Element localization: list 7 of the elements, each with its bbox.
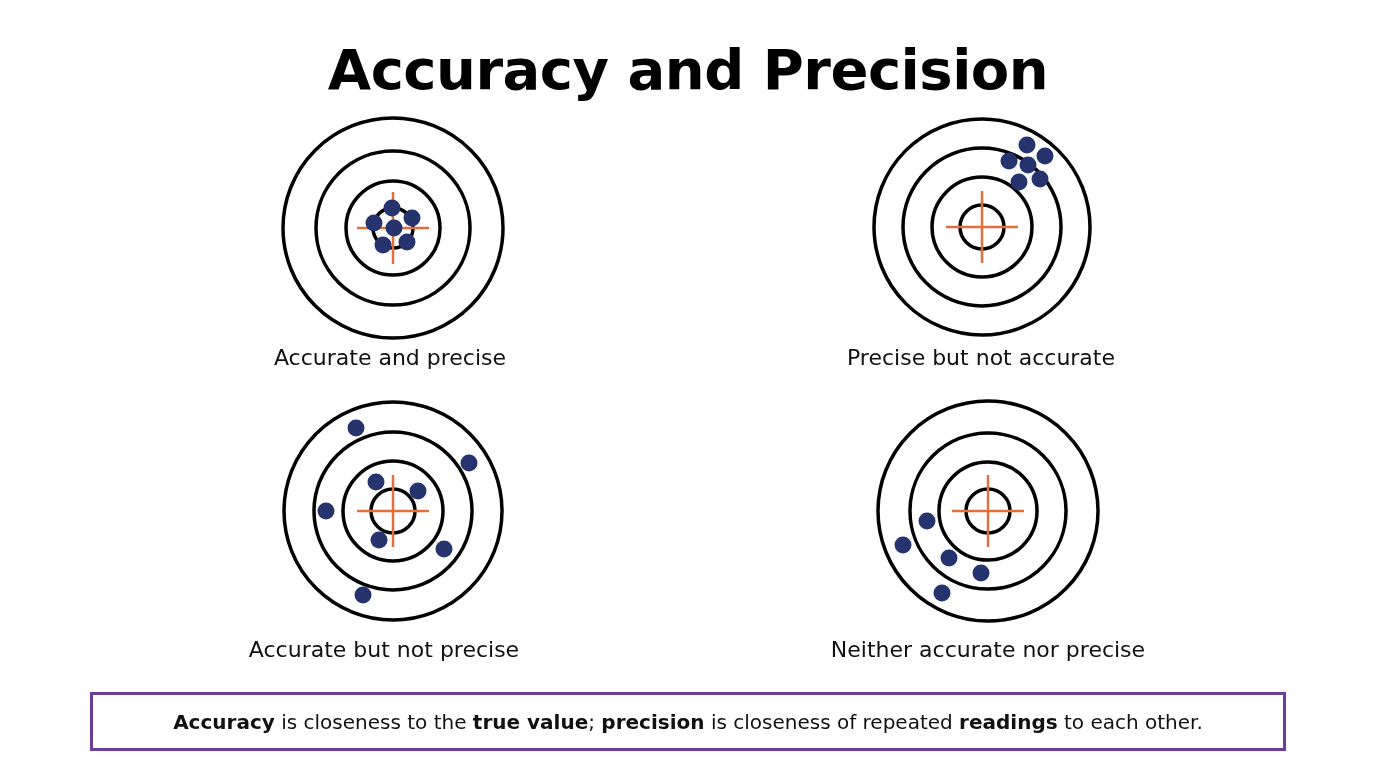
- target-caption: Neither accurate nor precise: [830, 636, 1146, 664]
- title: Accuracy and Precision: [327, 36, 1049, 104]
- target-caption: Accurate and precise: [273, 344, 507, 372]
- target-caption: Precise but not accurate: [847, 344, 1115, 372]
- target-caption: Accurate but not precise: [248, 636, 520, 664]
- definition-box: [90, 692, 1286, 751]
- definition-text: Accuracy is closeness to the true value; precision is closeness of repeated readings to each other.: [173, 708, 1203, 736]
